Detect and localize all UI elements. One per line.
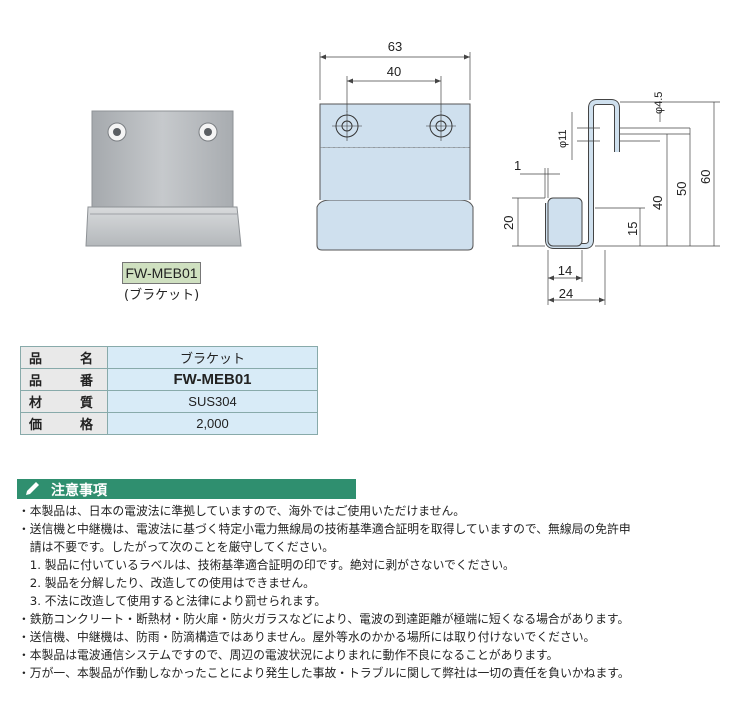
spec-row-price: 価 格 2,000 — [20, 412, 318, 435]
front-view-drawing: 63 40 — [316, 39, 474, 251]
notice-list: ・本製品は、日本の電波法に準拠していますので、海外ではご使用いただけません。 ・… — [18, 502, 733, 682]
notice-line: 3. 不法に改造して使用すると法律により罰せられます。 — [18, 594, 327, 608]
dim-total-height: 60 — [698, 170, 713, 184]
model-label: FW-MEB01 — [122, 262, 201, 284]
notice-line: ・送信機と中継機は、電波法に基づく特定小電力無線局の技術基準適合証明を取得してい… — [18, 522, 631, 536]
spec-label: 名 — [79, 352, 93, 367]
dim-front-width: 63 — [388, 39, 402, 54]
spec-row-name: 品 名 ブラケット — [20, 346, 318, 369]
dim-hole-pitch: 40 — [387, 64, 401, 79]
spec-label: 格 — [79, 418, 93, 433]
dim-outer-width: 24 — [559, 286, 573, 301]
notice-line: 2. 製品を分解したり、改造しての使用はできません。 — [18, 576, 315, 590]
spec-table: 品名 ブラケット 品番 FW-MEB01 材質 SUS304 価格 2,000 — [20, 346, 318, 435]
dim-hook-depth: 40 — [650, 196, 665, 210]
notice-line: 1. 製品に付いているラベルは、技術基準適合証明の印です。絶対に剥がさないでくだ… — [18, 558, 515, 572]
notice-line: ・送信機、中継機は、防雨・防滴構造ではありません。屋外等水のかかる場所には取り付… — [18, 630, 596, 644]
notice-line: ・万が一、本製品が作動しなかったことにより発生した事故・トラブルに関して弊社は一… — [18, 666, 630, 680]
notice-line: 請は不要です。したがって次のことを厳守してください。 — [18, 540, 335, 554]
product-photo — [85, 110, 242, 247]
dim-phi-11: φ11 — [557, 129, 569, 148]
model-subtitle: (ブラケット) — [124, 288, 200, 303]
dim-phi-45: φ4.5 — [653, 92, 665, 114]
spec-row-model: 品 番 FW-MEB01 — [20, 368, 318, 391]
spec-value-material: SUS304 — [107, 390, 318, 413]
notice-line: ・本製品は、日本の電波法に準拠していますので、海外ではご使用いただけません。 — [18, 504, 466, 518]
spec-label: 番 — [79, 374, 93, 389]
notice-header: 注意事項 — [17, 479, 356, 499]
notice-line: ・鉄筋コンクリート・断熱材・防火扉・防火ガラスなどにより、電波の到達距離が極端に… — [18, 612, 630, 626]
spec-label: 質 — [79, 396, 93, 411]
spec-value-name: ブラケット — [107, 346, 318, 369]
spec-label: 品 — [29, 352, 43, 367]
side-view-drawing: φ11 φ4.5 40 50 60 15 20 1 14 24 — [501, 92, 720, 305]
spec-label: 価 — [29, 418, 43, 433]
notice-title: 注意事項 — [51, 483, 107, 499]
spec-label: 材 — [29, 396, 43, 411]
notice-line: ・本製品は電波通信システムですので、周辺の電波状況によりまれに動作不良になること… — [18, 648, 559, 662]
spec-value-price: 2,000 — [107, 412, 318, 435]
dim-lip-height: 20 — [501, 216, 516, 230]
spec-row-material: 材 質 SUS304 — [20, 390, 318, 413]
dim-thickness: 1 — [514, 158, 521, 173]
dim-mid-height: 50 — [674, 182, 689, 196]
dim-inner-width: 14 — [558, 263, 572, 278]
spec-label: 品 — [29, 374, 43, 389]
dim-lip-inner: 15 — [625, 222, 640, 236]
spec-value-model: FW-MEB01 — [107, 368, 318, 391]
pen-icon — [26, 482, 39, 495]
